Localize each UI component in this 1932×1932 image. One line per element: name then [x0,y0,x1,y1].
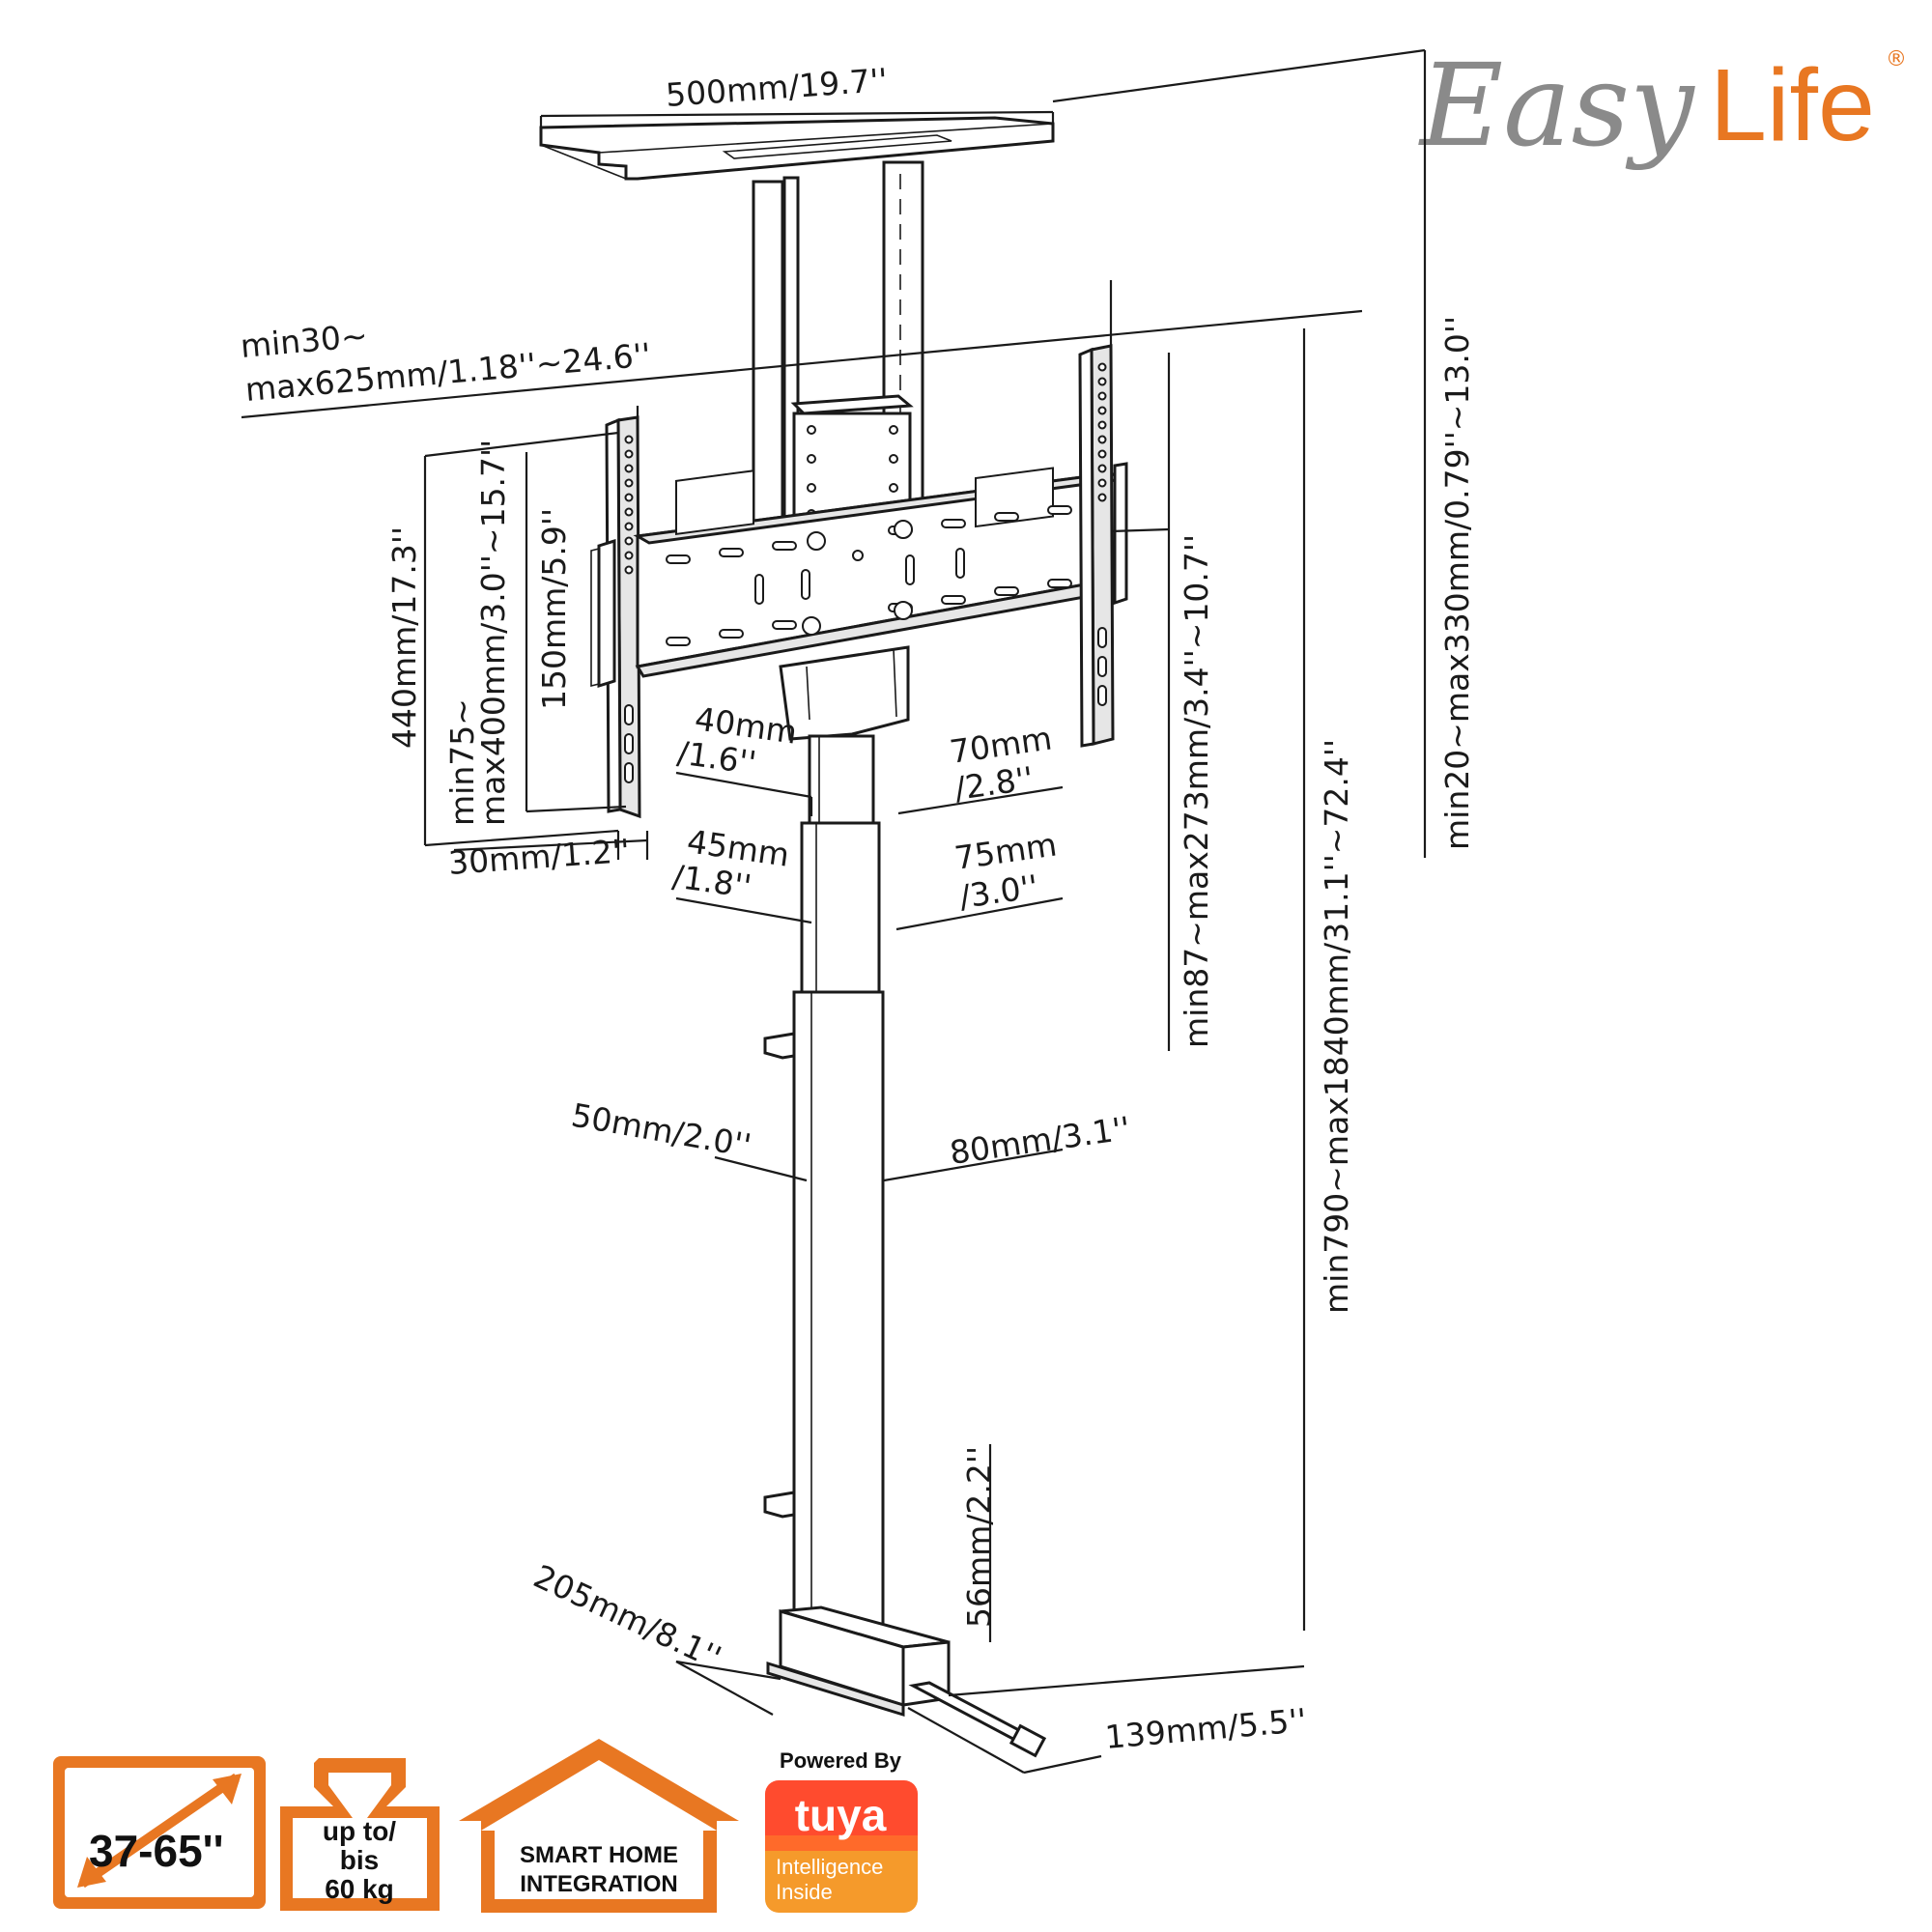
logo-life-text: Life [1710,48,1875,162]
screen-size-text: 37-65'' [89,1826,224,1876]
registered-mark: ® [1886,47,1907,71]
dimension-lines [241,48,1427,1775]
powered-by-text: Powered By [780,1748,902,1773]
easylife-logo: Easy Life ® [1418,39,1907,172]
tuya-text: tuya [795,1790,887,1840]
dim-top-plate-width: 500mm/19.7'' [665,61,889,114]
mount-screws [802,520,913,636]
load-capacity-badge: up to/ bis 60 kg [280,1758,440,1911]
dim-top-offset: min20~max330mm/0.79''~13.0'' [1438,316,1476,850]
vesa-bracket [590,344,1128,819]
intelligence-text: Intelligence [776,1855,883,1879]
column-side-brackets [763,1032,796,1519]
dim-outer-col-depth: 80mm/3.1'' [948,1109,1133,1172]
dim-bracket-height: 440mm/17.3'' [385,526,423,749]
dim-vesa-max: max400mm/3.0''~15.7'' [474,440,512,826]
telescopic-column [763,645,1047,1758]
arrow-up-right-icon [213,1774,242,1804]
load-line1: up to/ [323,1816,396,1846]
right-arm-holes [1097,362,1107,706]
inside-text: Inside [776,1880,833,1904]
arrow-down-left-icon [77,1857,106,1888]
dim-rail-spacing: 150mm/5.9'' [535,508,573,710]
load-line2: bis [340,1845,379,1875]
dim-outer-col-width: 50mm/2.0'' [569,1095,754,1164]
smart-home-badge: SMART HOME INTEGRATION [459,1739,739,1913]
smart-home-line2: INTEGRATION [520,1871,678,1897]
dim-tilt-range: min87~max273mm/3.4''~10.7'' [1178,534,1215,1048]
smart-home-line1: SMART HOME [520,1842,678,1868]
top-mounting-plate [539,116,1055,181]
base-box [766,1605,1047,1758]
dim-total-height: min790~max1840mm/31.1''~72.4'' [1318,739,1355,1314]
left-arm-holes [624,435,634,783]
tuya-badge: Powered By tuya Intelligence Inside [765,1748,918,1913]
dim-base-width: 139mm/5.5'' [1103,1701,1308,1756]
dim-vesa-min: min75~ [443,698,481,826]
dim-mid-col-depth: 75mm [952,826,1060,877]
logo-easy-text: Easy [1418,39,1695,172]
dim-base-length: 205mm/8.1'' [528,1557,727,1677]
dim-base-height: 56mm/2.2'' [960,1446,998,1628]
dim-arm-width-min: min30~ [239,317,369,365]
screen-size-badge: 37-65'' [53,1756,266,1909]
load-line3: 60 kg [325,1874,394,1904]
dim-bracket-depth: 30mm/1.2'' [447,832,631,882]
